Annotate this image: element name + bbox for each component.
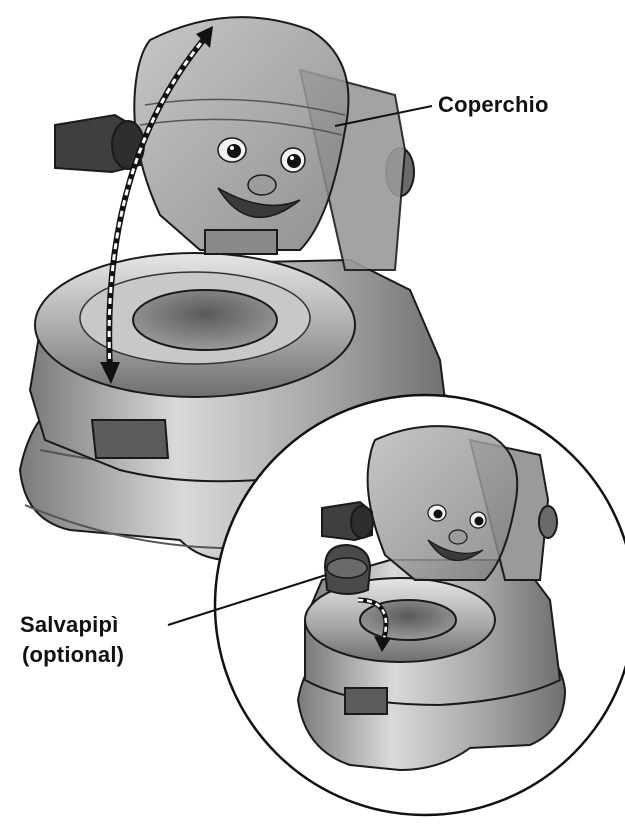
seat-hole	[133, 290, 277, 350]
lid	[134, 17, 348, 250]
splash-guard-label: Salvapipì	[20, 612, 118, 638]
splash-guard-optional-label: (optional)	[22, 642, 124, 668]
front-handle	[92, 420, 168, 458]
lid-label: Coperchio	[438, 92, 549, 118]
inset-seat-hole	[360, 600, 456, 640]
hinge	[205, 230, 277, 254]
